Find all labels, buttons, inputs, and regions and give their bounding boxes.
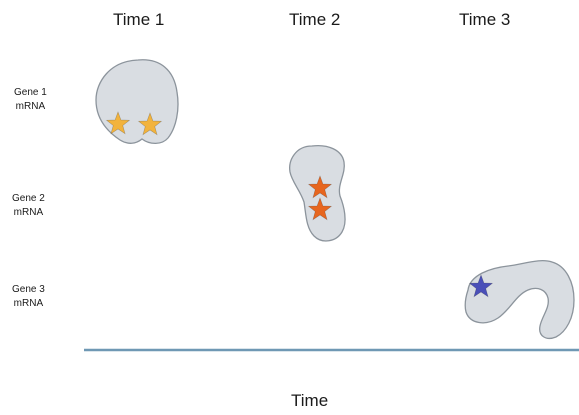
gene-1-star-right — [137, 112, 163, 136]
axis-title-time: Time — [291, 391, 329, 410]
label-gene-3: Gene 3 mRNA — [12, 283, 45, 311]
label-gene-1-name: Gene 1 — [14, 87, 47, 98]
header-time-2: Time 2 — [289, 10, 341, 29]
embryo-time-3 — [464, 260, 575, 340]
embryo-time-1 — [95, 59, 179, 145]
header-time-1: Time 1 — [113, 10, 165, 29]
gene-2-star-bottom — [307, 197, 333, 221]
gene-2-star-top — [307, 175, 333, 199]
label-gene-2: Gene 2 mRNA — [12, 192, 45, 220]
header-time-3: Time 3 — [459, 10, 511, 29]
label-gene-2-name: Gene 2 — [12, 193, 45, 204]
gene-3-star — [468, 274, 494, 298]
label-gene-3-name: Gene 3 — [12, 284, 45, 295]
label-gene-1-type: mRNA — [15, 101, 46, 112]
label-gene-3-type: mRNA — [13, 298, 44, 309]
gene-1-star-left — [105, 111, 131, 135]
label-gene-2-type: mRNA — [13, 207, 44, 218]
label-gene-1: Gene 1 mRNA — [14, 86, 47, 114]
